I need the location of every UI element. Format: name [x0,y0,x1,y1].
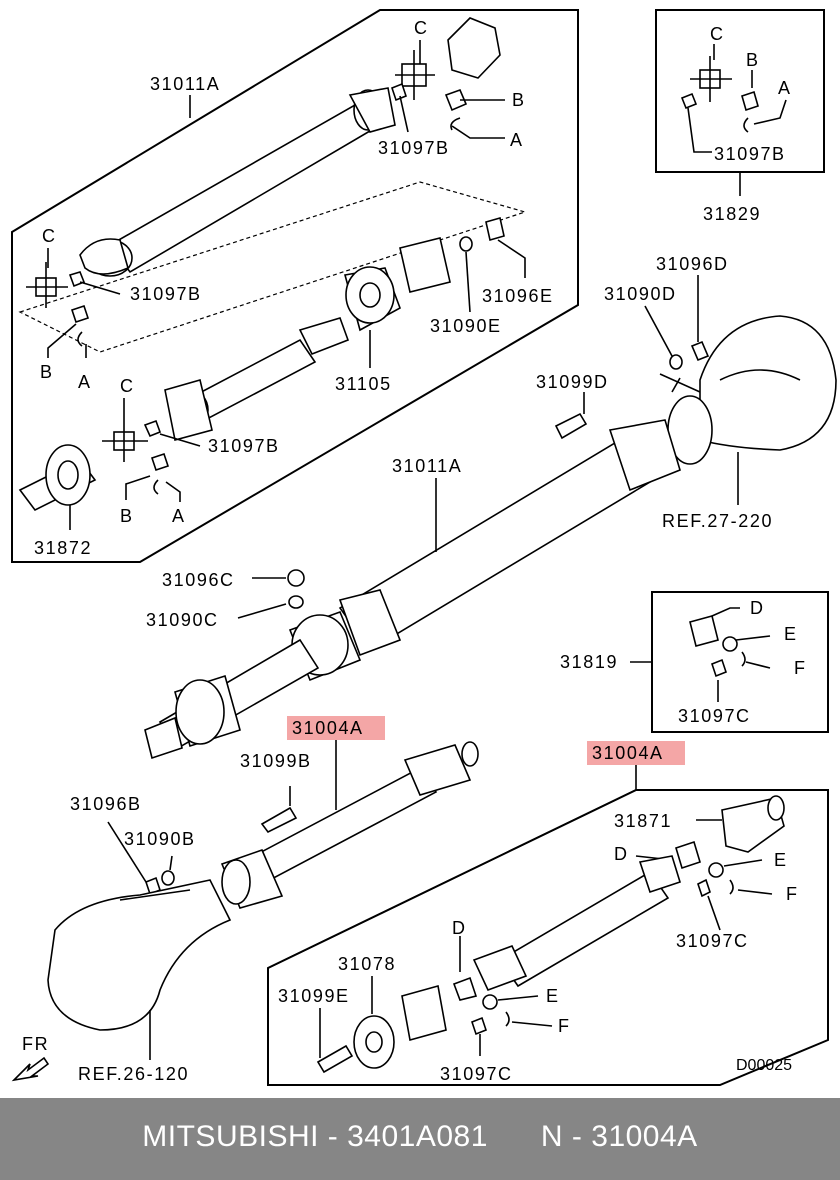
label-b-left: B [40,362,54,382]
label-b-mid: B [120,506,134,526]
inset2-part: 31097C [678,706,751,726]
upper-shaft-illustration [79,87,396,277]
front-housing-illustration [47,879,232,1031]
label-shaft-main: 31011A [392,456,462,476]
main-shaft-illustration [144,419,681,760]
label-joint-b-left: 31097B [130,284,202,304]
label-31090b: 31090B [124,829,196,849]
label-drawing-code: D00025 [736,1057,792,1074]
parts-diagram: 31011A 31097B C B A C 31097B B A 31096E … [11,9,837,1086]
center-bearing [343,216,505,332]
label-31871: 31871 [614,811,672,831]
label-f-bottom: F [558,1016,571,1036]
label-31099b: 31099B [240,751,312,771]
label-joint-c-lower: 31097C [676,931,749,951]
inset-31819: D E F 31819 31097C [560,591,829,733]
label-31090e: 31090E [430,316,502,336]
label-31096e: 31096E [482,286,554,306]
label-d-bottom: D [452,918,467,938]
label-shaft-top: 31011A [150,74,220,94]
label-joint-c-bottom: 31097C [440,1064,513,1084]
label-c-left: C [42,226,57,246]
front-shaft-illustration [164,317,350,441]
caption-text: MITSUBISHI - 3401A081 N - 31004A [142,1120,698,1153]
universal-joint-top [391,17,501,131]
label-e-bottom: E [546,986,560,1006]
label-31096d: 31096D [656,254,729,274]
highlight-left [287,716,385,740]
label-31078: 31078 [338,954,396,974]
label-31096b: 31096B [70,794,142,814]
flange-illustration [18,444,97,512]
label-31090d: 31090D [604,284,677,304]
label-a-mid: A [172,506,186,526]
label-31105: 31105 [335,374,392,394]
label-ref-27: REF.27-220 [662,511,773,531]
front-bolt [260,786,298,834]
front-nut-washer [107,821,175,896]
label-31872: 31872 [34,538,92,558]
highlight-right [587,741,685,765]
label-a-top: A [510,130,524,150]
caption-bar: MITSUBISHI - 3401A081 N - 31004A [0,1098,840,1180]
label-e-lower: E [774,850,788,870]
inset2-f: F [794,658,807,678]
label-31099d: 31099D [536,372,609,392]
label-b-top: B [512,90,526,110]
label-front: FR [22,1034,49,1054]
rear-housing-illustration [667,315,837,465]
rear-nut-washer [644,275,710,393]
inset-31829: C B A 31097B 31829 [655,9,825,224]
label-31099e: 31099E [278,986,350,1006]
inset1-c: C [710,24,725,44]
label-c-mid: C [120,376,135,396]
label-31004a-right: 31004A [592,743,664,763]
inset2-code: 31819 [560,652,618,672]
lower-shaft-illustration [220,741,479,909]
label-joint-b-top: 31097B [378,138,450,158]
label-joint-b-mid: 31097B [208,436,280,456]
label-c-top: C [414,18,429,38]
rear-bolt [554,392,588,440]
lower-exploded-group [267,789,829,1086]
label-d-lower: D [614,844,629,864]
inset1-b: B [746,50,760,70]
label-f-lower: F [786,884,799,904]
label-a-left: A [78,372,92,392]
front-arrow-icon [11,1056,50,1082]
inset1-code: 31829 [703,204,761,224]
universal-joint-middle [102,418,170,495]
label-31090c: 31090C [146,610,219,630]
label-ref-26: REF.26-120 [78,1064,189,1084]
upper-exploded-group: 31011A 31097B C B A C 31097B B A 31096E … [11,9,579,563]
label-31004a-left: 31004A [292,718,364,738]
universal-joint-left [26,262,90,347]
inset2-d: D [750,598,765,618]
inset1-a: A [778,78,792,98]
inset2-e: E [784,624,798,644]
center-nut-washer [237,569,305,619]
label-31096c: 31096C [162,570,235,590]
inset1-part: 31097B [714,144,786,164]
